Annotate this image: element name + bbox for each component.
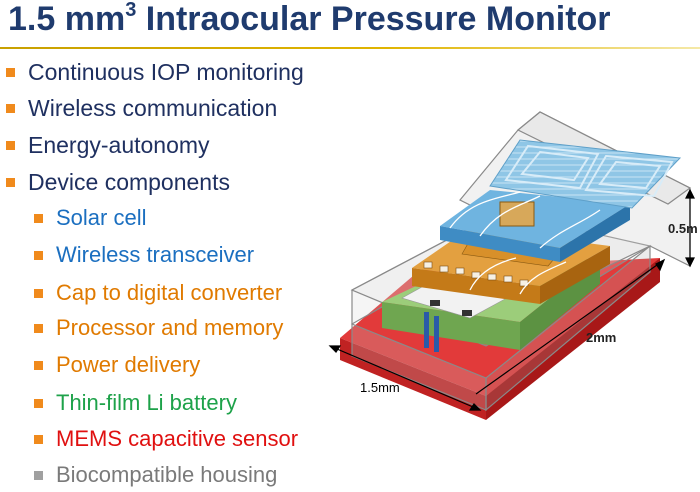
bullet-text: Continuous IOP monitoring: [28, 59, 304, 85]
bullet-square-icon: [34, 435, 43, 444]
bullet-text: Wireless communication: [28, 95, 278, 121]
sub-bullet-text: Power delivery: [56, 352, 201, 377]
title-superscript: 3: [125, 0, 137, 21]
device-diagram: 1.5mm 2mm 0.5m: [328, 111, 698, 420]
solar-cell-layer: [489, 139, 682, 227]
dimension-height-label: 0.5m: [668, 221, 698, 236]
sub-bullet-text: Thin-film Li battery: [56, 390, 237, 415]
bullet-square-icon: [6, 141, 15, 150]
bullet-square-icon: [34, 399, 43, 408]
bullet-square-icon: [6, 178, 15, 187]
title-underline: [0, 47, 700, 49]
bullet-square-icon: [6, 104, 15, 113]
bullet-square-icon: [34, 214, 43, 223]
bullet-square-icon: [34, 251, 43, 260]
sub-bullet-text: Processor and memory: [56, 315, 284, 340]
sub-bullet-text: Cap to digital converter: [56, 280, 283, 305]
sub-bullet-text: Wireless transceiver: [56, 242, 255, 267]
wire-bonds: [449, 191, 601, 295]
dimension-length-label: 2mm: [586, 330, 616, 345]
sensor-vias: [424, 312, 439, 352]
sub-bullet-text: Biocompatible housing: [56, 462, 278, 487]
sub-bullet-text: Solar cell: [56, 205, 147, 230]
transceiver-layer: [440, 190, 630, 262]
dimension-width-label: 1.5mm: [360, 380, 400, 395]
title-main: 1.5 mm: [8, 0, 126, 38]
bullet-square-icon: [6, 68, 15, 77]
bullet-square-icon: [34, 324, 43, 333]
title-rest: Intraocular Pressure Monitor: [136, 0, 611, 38]
bullet-square-icon: [34, 361, 43, 370]
bullet-square-icon: [34, 471, 43, 480]
bullet-text: Energy-autonomy: [28, 132, 210, 158]
slide-title: 1.5 mm3 Intraocular Pressure Monitor: [8, 0, 611, 39]
bullet-text: Device components: [28, 169, 230, 195]
sub-bullet-text: MEMS capacitive sensor: [56, 426, 299, 451]
bullet-square-icon: [34, 289, 43, 298]
bullet-list: Continuous IOP monitoring Wireless commu…: [6, 59, 304, 487]
dimension-lines: [328, 188, 695, 411]
